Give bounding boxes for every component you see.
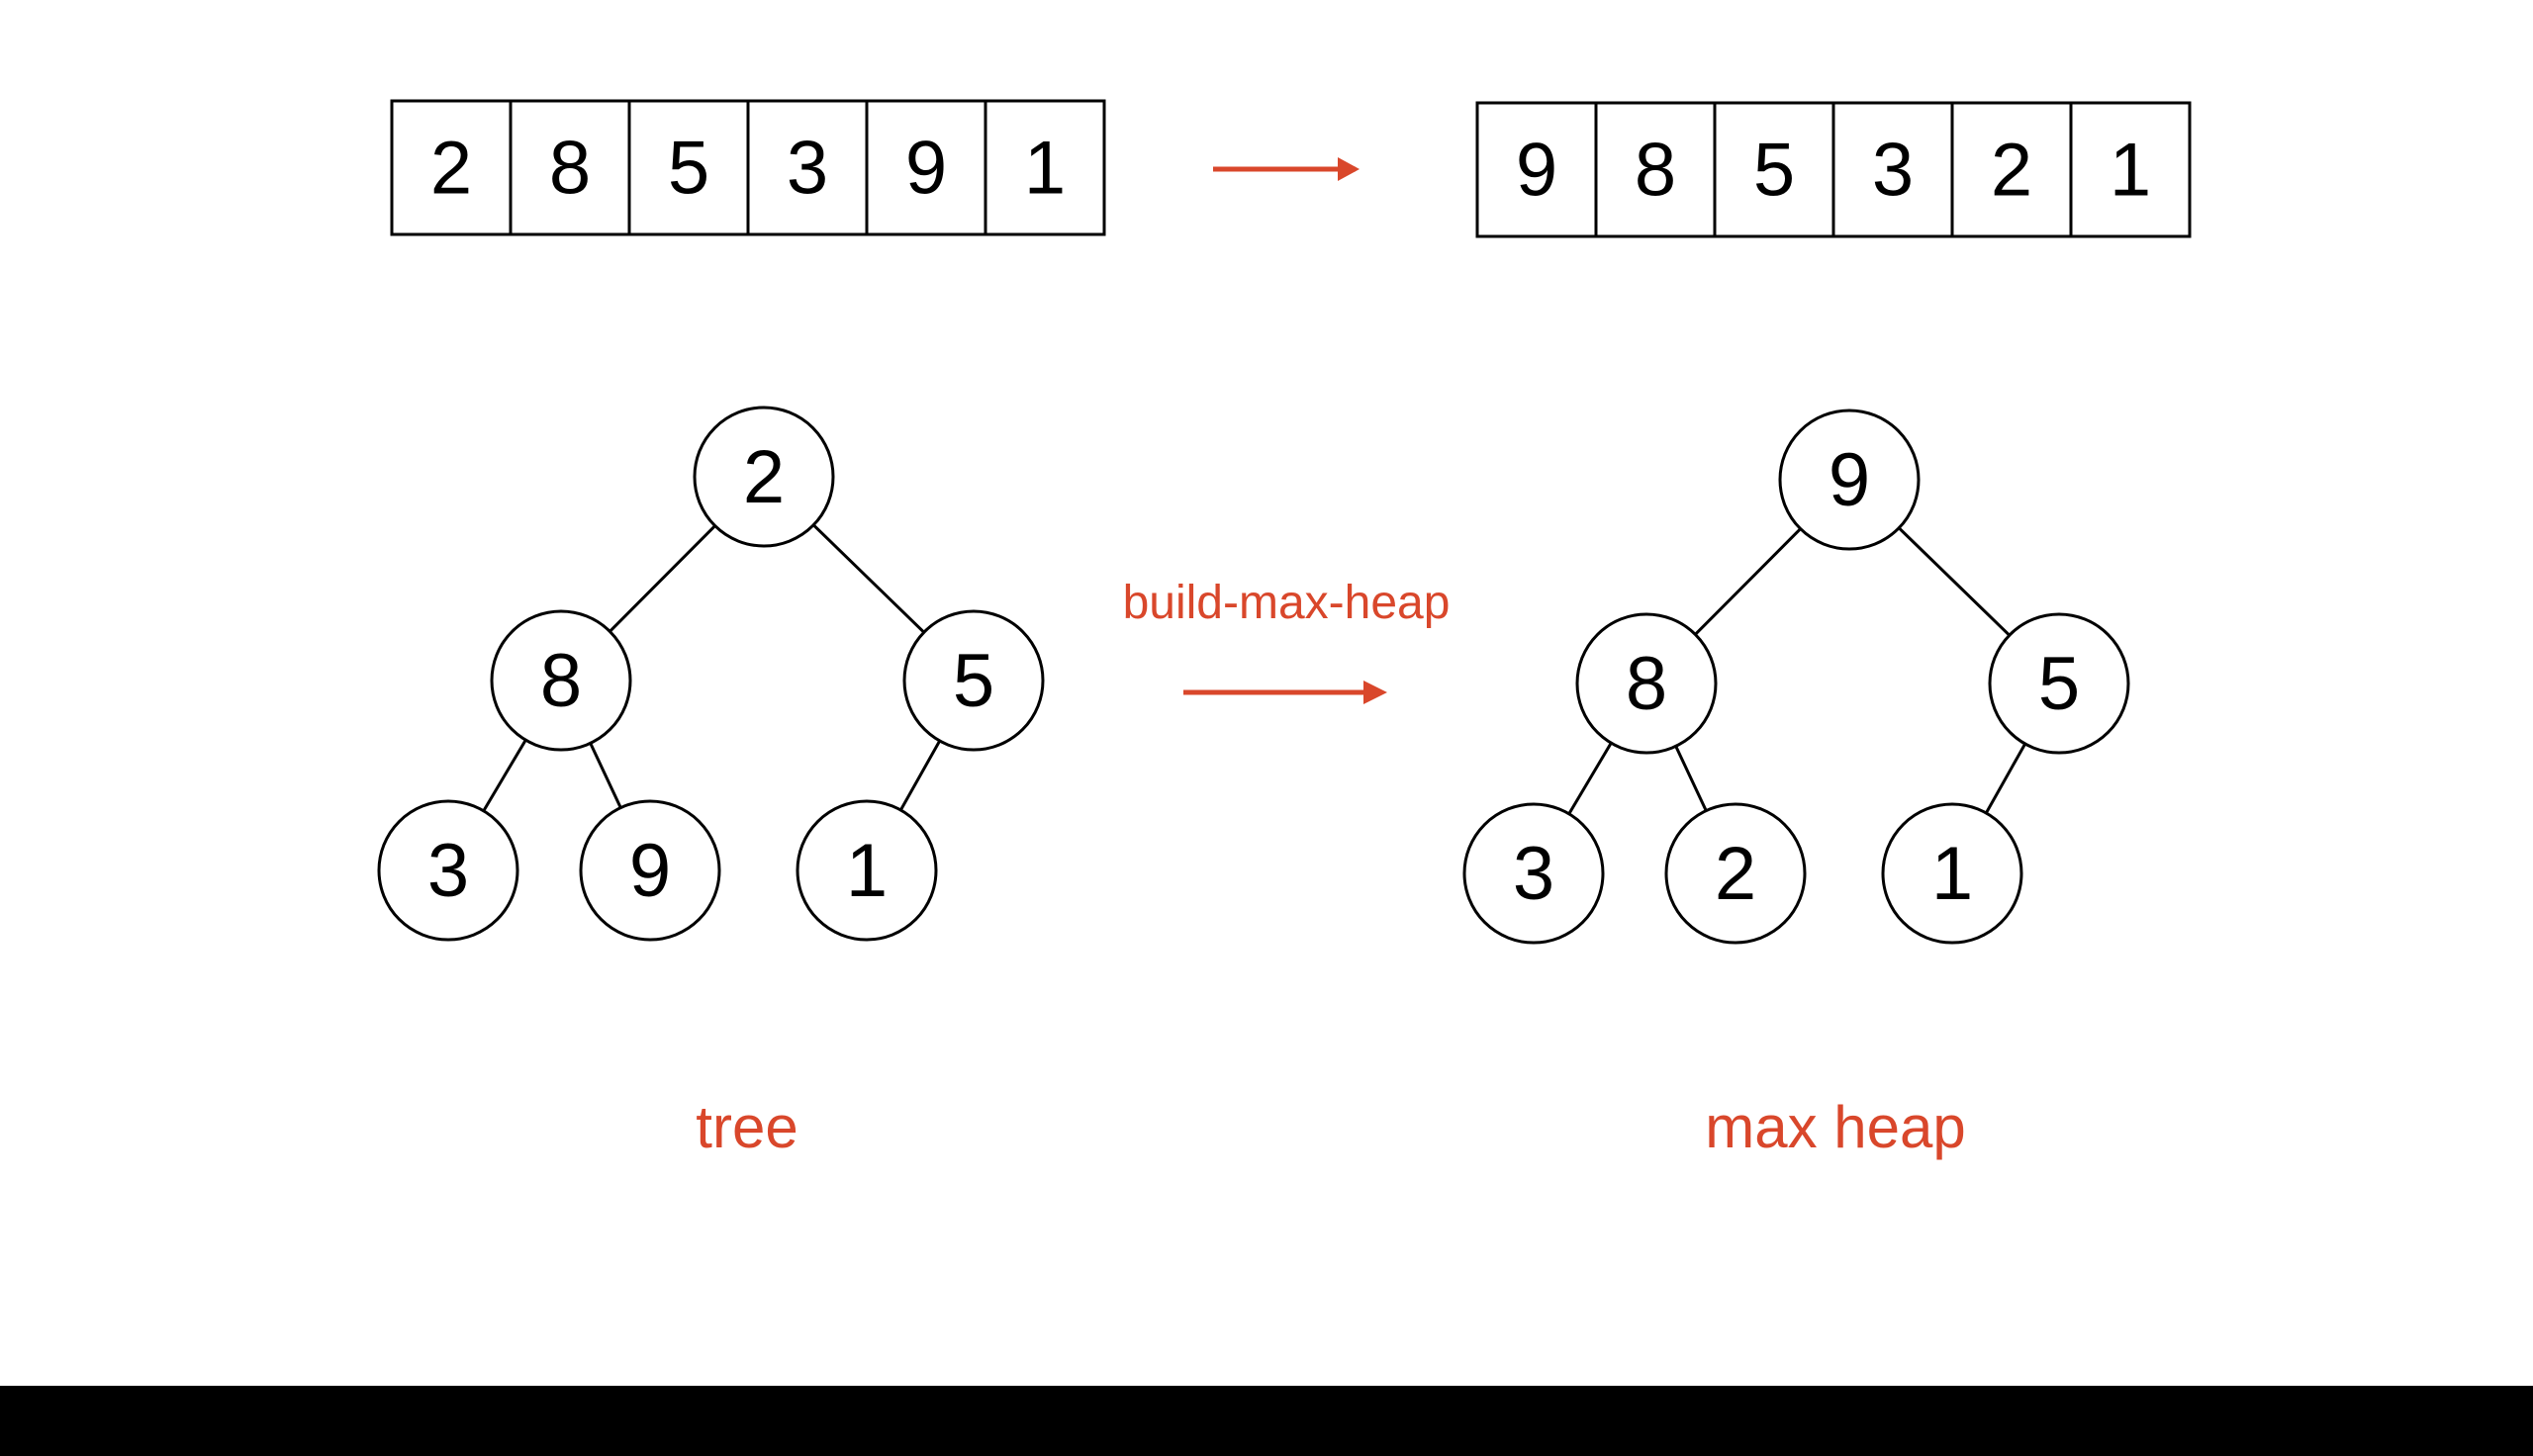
input_array-cell xyxy=(390,99,513,236)
input_tree-node-value: 2 xyxy=(743,435,785,519)
video-letterbox-bar xyxy=(0,1386,2533,1456)
output_tree-node xyxy=(1778,409,1921,551)
input_tree-node xyxy=(693,406,835,548)
input_array-cell xyxy=(627,99,750,236)
input_tree-node xyxy=(490,609,632,752)
output_tree-node xyxy=(1664,802,1807,945)
input_tree-node-value: 8 xyxy=(540,639,582,723)
output_array-cell xyxy=(1831,101,1954,238)
output_array-cell xyxy=(1950,101,2073,238)
output_array-cell xyxy=(1713,101,1835,238)
output-tree: 9 8 5 3 2 1 xyxy=(1462,409,2130,945)
output-caption: max heap xyxy=(1705,1094,1966,1160)
input_array-cell-value: 8 xyxy=(549,127,591,211)
input_array-cell-value: 5 xyxy=(668,127,709,211)
output_tree-node-value: 3 xyxy=(1513,832,1554,916)
input_array-cell xyxy=(984,99,1106,236)
output_tree-node xyxy=(1575,612,1718,755)
input_tree-node xyxy=(377,799,519,942)
output_array-cell-value: 1 xyxy=(2110,129,2151,213)
output_tree-node xyxy=(1881,802,2023,945)
input_array-cell-value: 9 xyxy=(905,127,947,211)
input_tree-node-value: 5 xyxy=(953,639,994,723)
input-tree: 2 8 5 3 9 1 xyxy=(377,406,1045,942)
input_array-cell-value: 3 xyxy=(787,127,828,211)
array-transform-arrowhead xyxy=(1338,157,1360,181)
input_array-cell-value: 1 xyxy=(1024,127,1066,211)
input_tree-node-value: 9 xyxy=(629,829,671,913)
output_tree-node-value: 1 xyxy=(1931,832,1973,916)
output_tree-node-value: 8 xyxy=(1626,642,1667,726)
output_tree-node-value: 9 xyxy=(1829,438,1870,522)
output_tree-node-value: 2 xyxy=(1715,832,1756,916)
output_array-cell-value: 8 xyxy=(1635,129,1676,213)
output_array-cell-value: 3 xyxy=(1872,129,1914,213)
output_tree-node xyxy=(1988,612,2130,755)
output_array-cell-value: 5 xyxy=(1753,129,1795,213)
operation-label: build-max-heap xyxy=(1123,577,1451,629)
input-caption: tree xyxy=(696,1094,797,1160)
output_array-cell-value: 2 xyxy=(1991,129,2032,213)
output_tree-node-value: 5 xyxy=(2038,642,2080,726)
input_tree-node-value: 1 xyxy=(846,829,888,913)
input_tree-node-value: 3 xyxy=(427,829,469,913)
operation-arrowhead xyxy=(1363,681,1387,704)
input_array-cell xyxy=(865,99,987,236)
output_array-cell-value: 9 xyxy=(1516,129,1557,213)
input_tree-node xyxy=(579,799,721,942)
input_tree-node xyxy=(902,609,1045,752)
input_array-cell-value: 2 xyxy=(430,127,472,211)
output_array-cell xyxy=(2069,101,2192,238)
output_tree-node xyxy=(1462,802,1605,945)
input_tree-node xyxy=(796,799,938,942)
input_array-cell xyxy=(509,99,631,236)
